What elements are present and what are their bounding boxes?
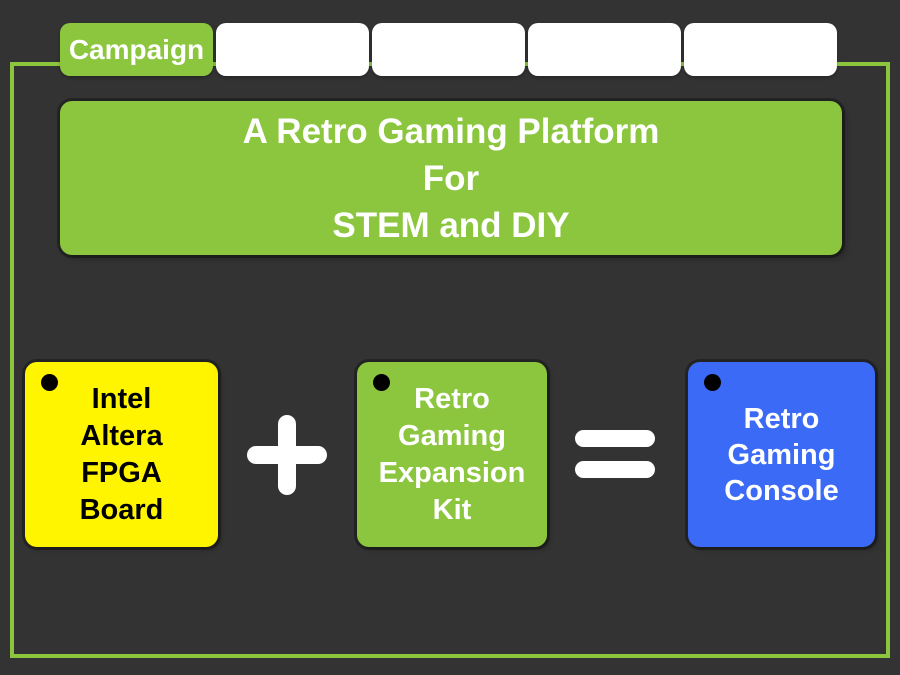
equals-bottom-bar [575, 461, 655, 478]
tab-campaign-label: Campaign [68, 33, 205, 65]
title-banner-text: A Retro Gaming Platform For STEM and DIY [242, 111, 660, 245]
plus-icon [247, 415, 327, 495]
bullet-dot-icon [41, 374, 58, 391]
expansion-kit-label: Retro Gaming Expansion Kit [378, 382, 526, 526]
tab-blank-2[interactable] [372, 23, 525, 76]
tab-blank-4[interactable] [684, 23, 837, 76]
title-banner: A Retro Gaming Platform For STEM and DIY [60, 101, 842, 255]
bullet-dot-icon [373, 374, 390, 391]
fpga-board-box: Intel Altera FPGA Board [25, 362, 218, 547]
equals-icon [575, 430, 655, 478]
fpga-board-label: Intel Altera FPGA Board [79, 382, 164, 526]
expansion-kit-box: Retro Gaming Expansion Kit [357, 362, 547, 547]
tab-blank-1[interactable] [216, 23, 369, 76]
console-box: Retro Gaming Console [688, 362, 875, 547]
plus-vertical-bar [278, 415, 296, 495]
tab-campaign[interactable]: Campaign [60, 23, 213, 76]
equals-top-bar [575, 430, 655, 447]
bullet-dot-icon [704, 374, 721, 391]
console-label: Retro Gaming Console [724, 402, 839, 507]
tab-blank-3[interactable] [528, 23, 681, 76]
